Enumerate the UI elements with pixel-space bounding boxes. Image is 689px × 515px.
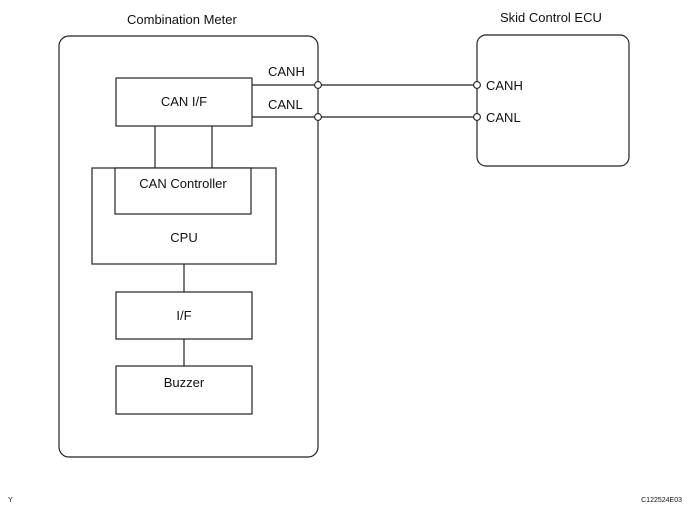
canh-ecu-terminal [473,81,481,89]
can-controller-block [114,167,252,215]
skid-control-ecu-frame [476,34,630,167]
combination-meter-title: Combination Meter [127,12,237,27]
if-label: I/F [176,308,191,323]
cpu-label: CPU [170,230,197,245]
buzzer-block [115,365,253,415]
canl-meter-terminal [314,113,322,121]
corner-mark: Y [8,497,13,504]
canh-wire-label: CANH [268,64,305,79]
can-if-label: CAN I/F [161,94,207,109]
ecu-canl-label: CANL [486,110,521,125]
can-if-block [115,77,253,127]
canl-wire-label: CANL [268,97,303,112]
buzzer-label: Buzzer [164,375,205,390]
can-controller-label: CAN Controller [139,176,227,191]
skid-control-ecu-title: Skid Control ECU [500,10,602,25]
canl-ecu-terminal [473,113,481,121]
canh-meter-terminal [314,81,322,89]
figure-code: C122524E03 [641,497,682,504]
ecu-canh-label: CANH [486,78,523,93]
if-block [115,291,253,340]
